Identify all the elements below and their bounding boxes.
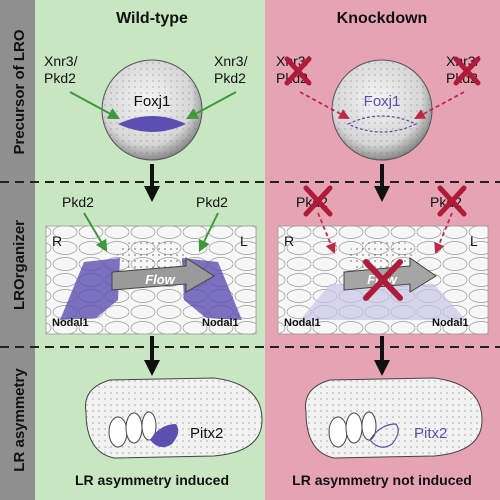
row-label-asymmetry: LR asymmetry [11, 368, 28, 472]
knockdown-nodal1-domain [300, 284, 466, 320]
knockdown-foxj1-domain [346, 115, 418, 133]
wildtype-xnr3-right: Xnr3/ [214, 53, 248, 69]
knockdown-pitx2-domain [369, 423, 399, 448]
knockdown-foxj1-label: Foxj1 [364, 93, 401, 110]
knockdown-signal-arrow-left [299, 91, 350, 120]
knockdown-organizer-image [277, 225, 489, 335]
wildtype-nodal1-left-label: Nodal1 [52, 317, 89, 329]
knockdown-l-label: L [470, 233, 478, 249]
outcome-wildtype: LR asymmetry induced [75, 472, 229, 488]
wildtype-signal-arrow-left [69, 91, 121, 120]
row-label-bar [0, 0, 35, 500]
wildtype-organizer-pkd2-left: Pkd2 [62, 194, 94, 210]
knockdown-precursor-embryo [331, 59, 433, 161]
wildtype-l-label: L [240, 233, 248, 249]
row-label-precursor: Precursor of LRO [11, 29, 28, 154]
wildtype-pkd2-right: Pkd2 [214, 70, 246, 86]
wildtype-pkd2-left: Pkd2 [44, 70, 76, 86]
wildtype-organizer-pkd2-right: Pkd2 [196, 194, 228, 210]
wildtype-r-label: R [52, 233, 62, 249]
wildtype-tadpole [85, 377, 263, 459]
wildtype-signal-arrow-right [185, 91, 237, 120]
knockdown-nodal1-right-label: Nodal1 [432, 317, 469, 329]
wildtype-nodal1-right-label: Nodal1 [202, 317, 239, 329]
wildtype-xnr3-left: Xnr3/ [44, 53, 78, 69]
wildtype-pitx2-domain [150, 424, 179, 448]
title-knockdown: Knockdown [337, 10, 428, 27]
cross-icon [363, 259, 403, 301]
wildtype-nodal1-left-domain [60, 258, 120, 320]
outcome-knockdown: LR asymmetry not induced [292, 472, 472, 488]
wildtype-foxj1-label: Foxj1 [134, 93, 171, 110]
knockdown-pitx2-label: Pitx2 [414, 425, 447, 442]
cross-icon [437, 185, 467, 217]
wildtype-foxj1-domain [118, 116, 186, 132]
knockdown-nodal1-left-label: Nodal1 [284, 317, 321, 329]
cross-icon [453, 56, 481, 86]
wildtype-flow-arrow [111, 257, 215, 293]
cross-icon [284, 56, 312, 86]
wildtype-flow-label: Flow [145, 272, 175, 287]
knockdown-organizer-arrow-left [317, 212, 336, 254]
knockdown-organizer-arrow-right [434, 212, 453, 254]
cross-icon [303, 185, 333, 217]
wildtype-organizer-arrow-left [83, 212, 108, 253]
title-wildtype: Wild-type [116, 10, 188, 27]
knockdown-r-label: R [284, 233, 294, 249]
wildtype-organizer-image [45, 225, 257, 335]
wildtype-precursor-embryo [101, 59, 203, 161]
row-label-organizer: LROrganizer [11, 220, 28, 310]
wildtype-organizer-arrow-right [198, 212, 219, 253]
wildtype-pitx2-label: Pitx2 [190, 425, 223, 442]
knockdown-tadpole [305, 377, 483, 459]
knockdown-signal-arrow-right [414, 91, 465, 120]
